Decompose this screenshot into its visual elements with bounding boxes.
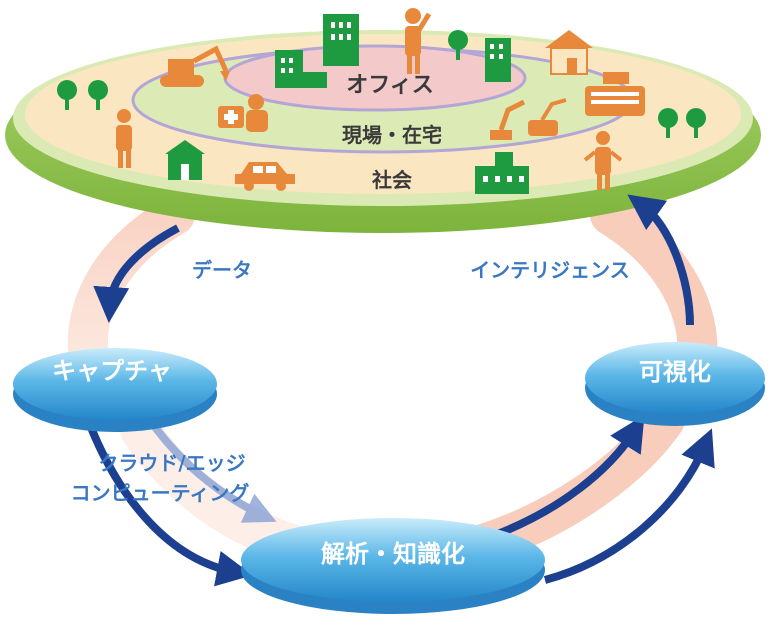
factory-icon bbox=[475, 152, 529, 194]
tree-icon bbox=[448, 30, 468, 60]
data-arrow bbox=[93, 224, 180, 323]
medical-icon bbox=[218, 94, 268, 132]
excavator-icon bbox=[160, 45, 230, 87]
analysis-node: 解析・知識化 bbox=[241, 518, 545, 614]
house-icon bbox=[165, 140, 205, 180]
tree-icon bbox=[88, 80, 108, 110]
robot-arm-icon bbox=[490, 98, 567, 140]
worker-icon bbox=[405, 8, 432, 74]
worker-icon bbox=[116, 109, 132, 168]
intelligence-flow-label: インテリジェンス bbox=[470, 258, 630, 282]
car-icon bbox=[235, 162, 295, 191]
tree-icon bbox=[57, 80, 77, 110]
tree-icon bbox=[658, 108, 678, 138]
house-icon bbox=[545, 30, 593, 75]
intelligence-arrow bbox=[627, 194, 694, 326]
office-label: オフィス bbox=[346, 73, 434, 98]
edge-computing-label-line1: クラウド/エッジ bbox=[98, 451, 245, 475]
cash-register-icon bbox=[585, 72, 645, 116]
worker-icon bbox=[583, 131, 623, 190]
visualize-node-label: 可視化 bbox=[639, 358, 711, 386]
visualize-node: 可視化 bbox=[585, 342, 765, 426]
capture-to-analysis-arrows bbox=[86, 417, 277, 587]
building-icon bbox=[275, 50, 327, 88]
edge-computing-label-line2: コンピューティング bbox=[71, 481, 250, 505]
capture-node: キャプチャ bbox=[13, 348, 217, 432]
site-home-label: 現場・在宅 bbox=[342, 123, 442, 147]
capture-node-label: キャプチャ bbox=[52, 357, 172, 385]
society-label: 社会 bbox=[371, 168, 412, 192]
building-icon bbox=[485, 38, 511, 82]
data-flow-label: データ bbox=[192, 258, 252, 282]
tree-icon bbox=[686, 108, 706, 138]
analysis-to-visualize-arrows bbox=[493, 414, 715, 584]
analysis-node-label: 解析・知識化 bbox=[321, 540, 465, 568]
building-icon bbox=[323, 14, 359, 66]
